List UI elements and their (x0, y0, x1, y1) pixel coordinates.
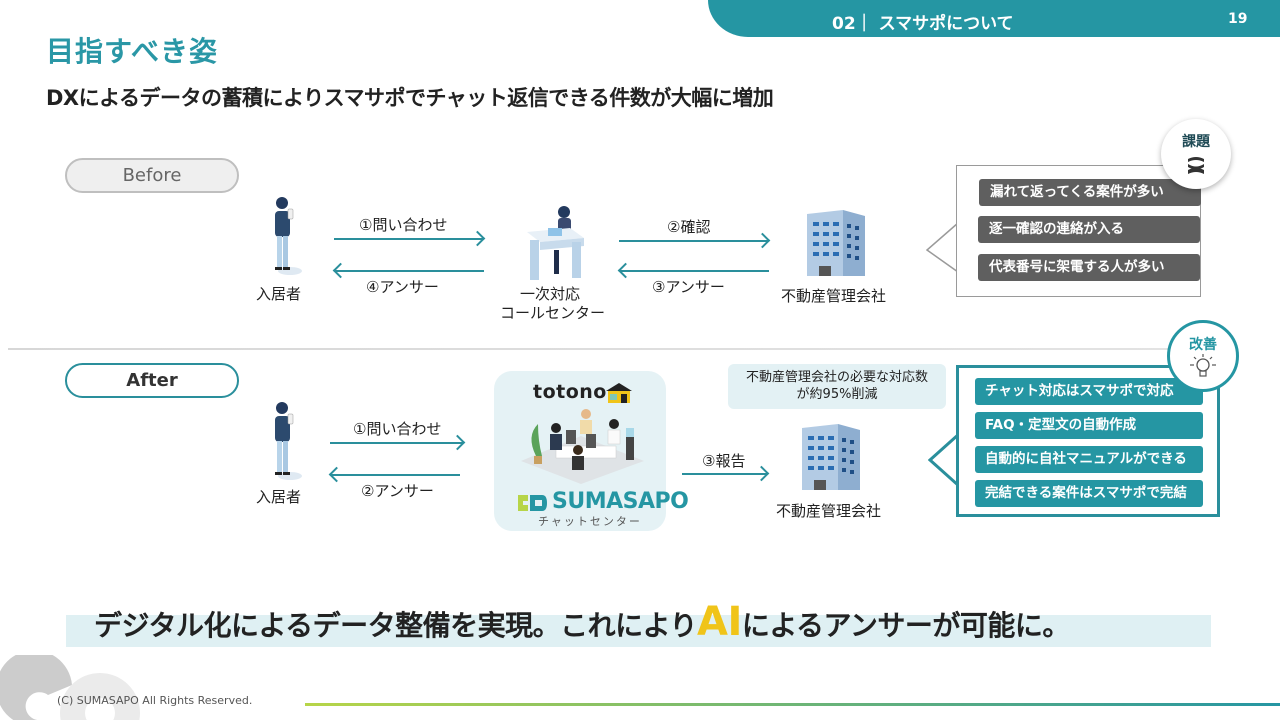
improvements-box: チャット対応はスマサポで対応 FAQ・定型文の自動作成 自動的に自社マニュアルが… (956, 365, 1220, 517)
before-answer-back-arrow (334, 270, 484, 272)
issue-callout-pointer (926, 222, 959, 274)
call-center-label-1: 一次対応 (520, 285, 581, 303)
building-icon (802, 424, 860, 490)
improve-badge-label: 改善 (1189, 337, 1217, 353)
issues-badge: 課題 (1161, 119, 1231, 189)
spring-icon (1188, 157, 1204, 174)
improvement-item: チャット対応はスマサポで対応 (975, 378, 1203, 405)
call-center-label-2: コールセンター (500, 304, 606, 322)
reduction-note-line-2: が約95%削減 (796, 387, 878, 402)
before-answer-arrow (619, 270, 769, 272)
watermark-logo (0, 655, 140, 720)
issue-item: 漏れて返ってくる案件が多い (979, 179, 1201, 206)
before-answer-label: ③アンサー (652, 278, 725, 296)
issues-box: 漏れて返ってくる案件が多い 逐一確認の連絡が入る 代表番号に架電する人が多い (956, 165, 1201, 297)
before-answer-back-label: ④アンサー (366, 278, 439, 296)
conclusion-text: デジタル化によるデータ整備を実現。これによりAIによるアンサーが可能に。 (94, 599, 1070, 645)
sumasapo-mark-icon (518, 495, 547, 511)
conclusion-band (66, 615, 1211, 647)
after-pill: After (65, 363, 239, 398)
issues-badge-label: 課題 (1182, 134, 1210, 150)
issue-item: 逐一確認の連絡が入る (978, 216, 1200, 243)
totono-logo: totono (533, 381, 607, 403)
chat-center-subtitle: チャットセンター (538, 515, 642, 528)
before-company-label: 不動産管理会社 (781, 287, 887, 305)
footer-gradient-line (305, 703, 1280, 706)
page-title: 目指すべき姿 (46, 35, 219, 68)
after-report-arrow (682, 473, 768, 475)
before-inquiry-arrow (334, 238, 484, 240)
lightbulb-icon (1190, 354, 1216, 377)
after-answer-label: ②アンサー (361, 482, 434, 500)
after-resident-label: 入居者 (256, 488, 302, 506)
improvement-item: 完結できる案件はスマサポで完結 (975, 480, 1203, 507)
before-confirm-label: ②確認 (667, 218, 711, 236)
section-label: 02｜ スマサポについて (832, 14, 1014, 34)
copyright: (C) SUMASAPO All Rights Reserved. (57, 694, 253, 707)
improve-badge: 改善 (1167, 320, 1239, 392)
house-icon (606, 383, 632, 403)
section-divider (8, 348, 1183, 350)
improvement-item: 自動的に自社マニュアルができる (975, 446, 1203, 473)
reduction-note: 不動産管理会社の必要な対応数 が約95%削減 (728, 364, 946, 409)
after-inquiry-arrow (330, 442, 464, 444)
header-tab (708, 0, 1280, 37)
before-pill: Before (65, 158, 239, 193)
before-confirm-arrow (619, 240, 769, 242)
resident-icon (275, 197, 302, 275)
before-resident-label: 入居者 (256, 285, 302, 303)
page-number: 19 (1228, 11, 1248, 27)
chat-center-card: totono SUMASAPO チャットセンター (494, 371, 689, 531)
issue-item: 代表番号に架電する人が多い (978, 254, 1200, 281)
call-center-operator-icon (527, 206, 584, 280)
reduction-note-line-1: 不動産管理会社の必要な対応数 (745, 370, 928, 385)
page-subtitle: DXによるデータの蓄積によりスマサポでチャット返信できる件数が大幅に増加 (46, 86, 774, 110)
office-illustration (521, 409, 644, 484)
sumasapo-logo: SUMASAPO (552, 489, 689, 514)
conclusion-ai-highlight: AI (697, 599, 742, 645)
resident-icon (275, 402, 302, 480)
after-report-label: ③報告 (702, 452, 746, 470)
building-icon (807, 210, 865, 276)
before-inquiry-label: ①問い合わせ (359, 216, 448, 234)
after-answer-arrow (330, 474, 460, 476)
improvement-item: FAQ・定型文の自動作成 (975, 412, 1203, 439)
conclusion-part-1: デジタル化によるデータ整備を実現。これにより (94, 609, 698, 642)
conclusion-part-2: によるアンサーが可能に。 (741, 609, 1071, 642)
after-company-label: 不動産管理会社 (776, 502, 882, 520)
after-inquiry-label: ①問い合わせ (353, 420, 442, 438)
